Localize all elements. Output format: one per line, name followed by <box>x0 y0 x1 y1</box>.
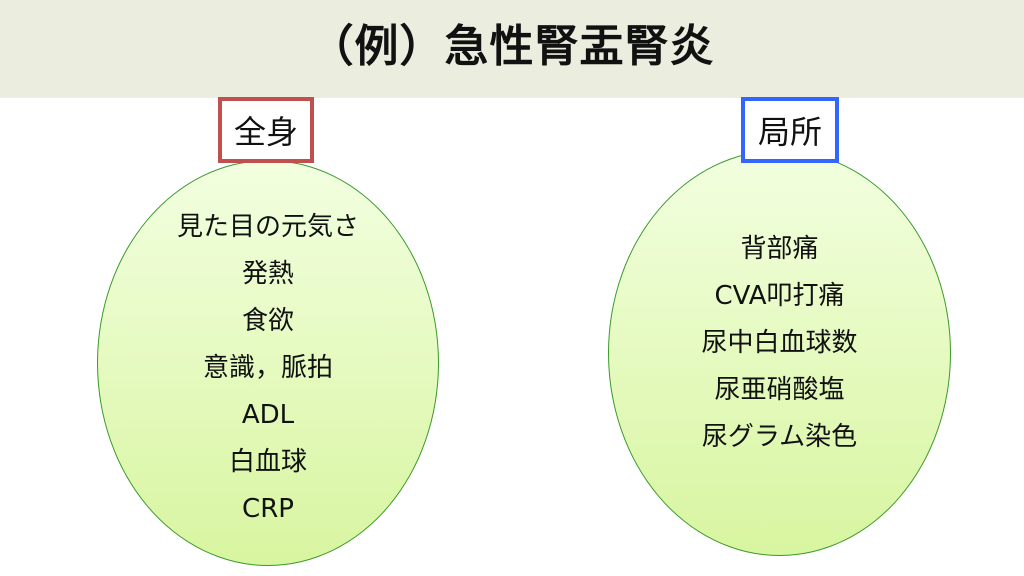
list-item: 尿中白血球数 <box>701 327 858 358</box>
systemic-label: 全身 <box>233 113 298 151</box>
slide-title: （例）急性腎盂腎炎 <box>309 21 715 72</box>
list-item: ADL <box>241 399 295 430</box>
systemic-label-box: 全身 <box>218 97 314 163</box>
list-item: 発熱 <box>241 258 294 289</box>
list-item: 白血球 <box>228 446 307 477</box>
list-item: CRP <box>242 493 294 524</box>
systemic-ellipse: 見た目の元気さ 発熱 食欲 意識，脈拍 ADL 白血球 CRP <box>97 160 439 566</box>
title-band <box>0 0 1024 98</box>
local-label: 局所 <box>757 113 822 151</box>
local-label-box: 局所 <box>741 97 839 163</box>
list-item: CVA叩打痛 <box>714 280 845 311</box>
list-item: 背部痛 <box>740 233 819 264</box>
list-item: 見た目の元気さ <box>176 211 359 242</box>
list-item: 尿グラム染色 <box>701 421 858 452</box>
local-ellipse: 背部痛 CVA叩打痛 尿中白血球数 尿亜硝酸塩 尿グラム染色 <box>608 150 951 556</box>
list-item: 意識，脈拍 <box>202 352 333 383</box>
list-item: 尿亜硝酸塩 <box>714 374 845 405</box>
list-item: 食欲 <box>241 305 294 336</box>
